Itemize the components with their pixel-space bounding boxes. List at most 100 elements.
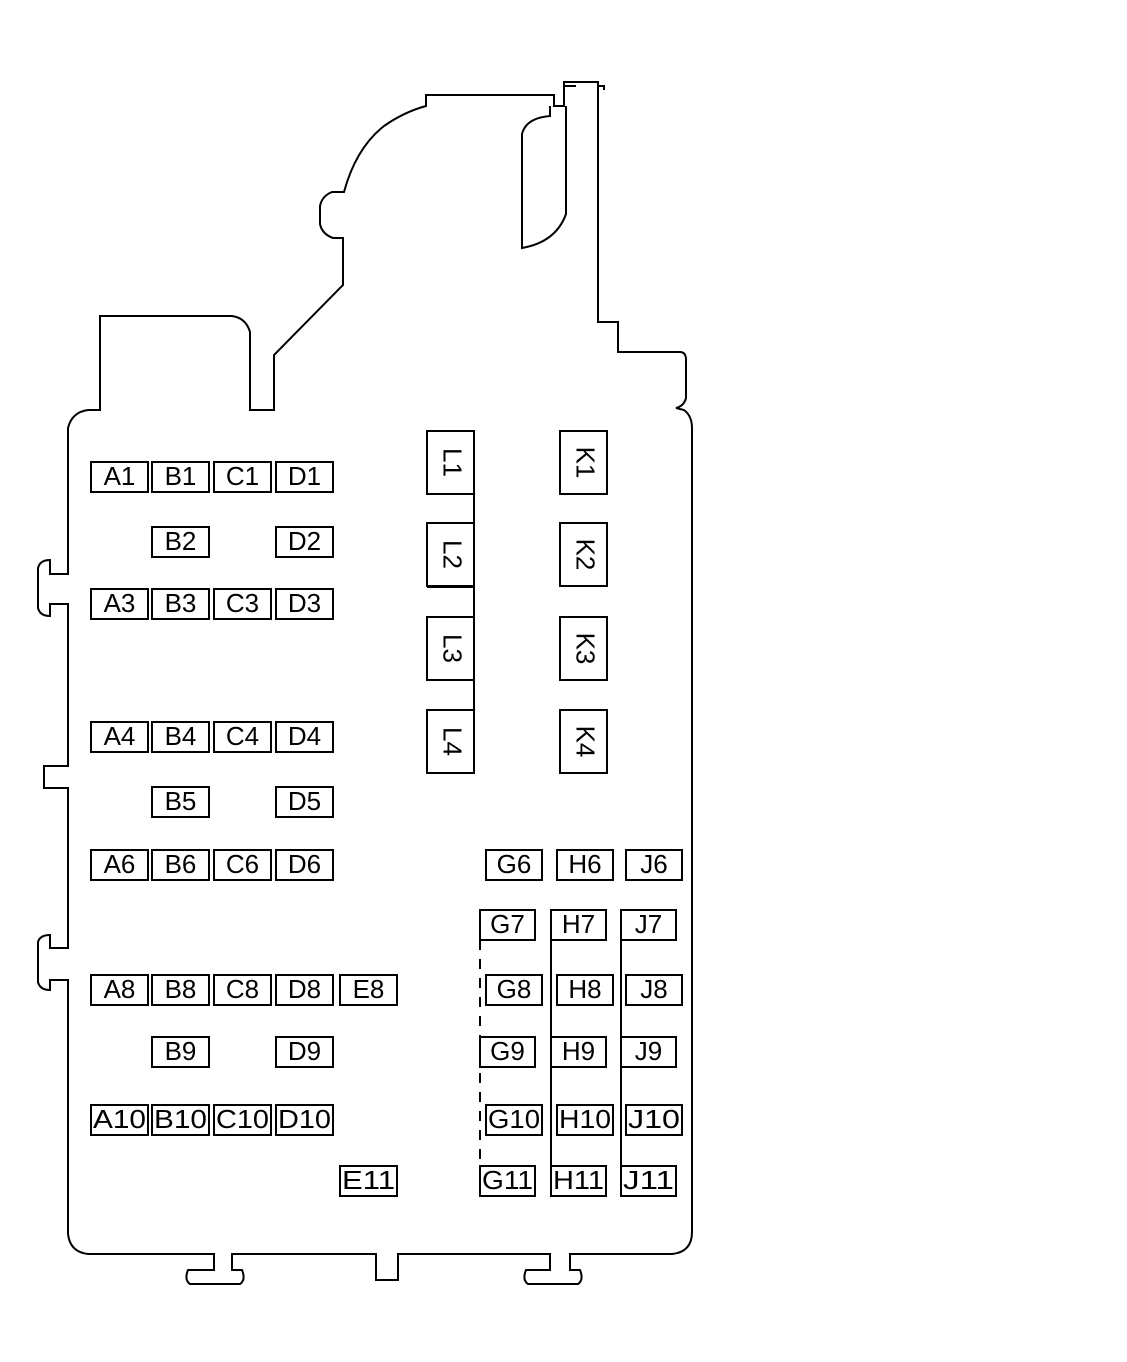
fuse-box-e8 <box>339 974 398 1006</box>
relay-l1: L1 <box>426 430 475 495</box>
fuse-box-g8 <box>485 974 543 1006</box>
fuse-a8: A8 <box>90 974 149 1006</box>
fuse-b3: B3 <box>151 588 210 620</box>
fuse-box-j8 <box>625 974 683 1006</box>
fuse-box-c6 <box>213 849 272 881</box>
fuse-box-b6 <box>151 849 210 881</box>
fuse-label-e11: E11 <box>342 1165 395 1195</box>
fuse-d5: D5 <box>275 786 334 818</box>
relay-box-k1 <box>559 430 608 495</box>
fuse-label-d6: D6 <box>288 849 321 879</box>
fuse-box-b2 <box>151 526 210 558</box>
fuse-label-j11: J11 <box>623 1165 674 1195</box>
fuse-j11: J11 <box>620 1165 677 1197</box>
fuse-label-d4: D4 <box>288 721 321 751</box>
fuse-a10: A10 <box>90 1104 149 1136</box>
fuse-box-d10 <box>275 1104 334 1136</box>
fuse-box-j11 <box>620 1165 677 1197</box>
fuse-box-j10 <box>625 1104 683 1136</box>
fuse-h6: H6 <box>556 849 614 881</box>
fuse-box-h9 <box>550 1036 607 1068</box>
fuse-label-b10: B10 <box>154 1104 207 1134</box>
fuse-box-h6 <box>556 849 614 881</box>
fuse-box-b3 <box>151 588 210 620</box>
fuse-label-a1: A1 <box>104 461 136 491</box>
fuse-label-h9: H9 <box>562 1036 595 1066</box>
fuse-c8: C8 <box>213 974 272 1006</box>
fuse-label-j10: J10 <box>628 1104 680 1134</box>
relay-box-l2 <box>426 522 475 587</box>
fuse-label-e8: E8 <box>353 974 385 1004</box>
fuse-label-g10: G10 <box>488 1104 540 1134</box>
relay-box-k4 <box>559 709 608 774</box>
fuse-g9: G9 <box>479 1036 536 1068</box>
fuse-box-b5 <box>151 786 210 818</box>
fuse-label-b4: B4 <box>165 721 197 751</box>
fuse-label-h10: H10 <box>559 1104 611 1134</box>
fuse-c6: C6 <box>213 849 272 881</box>
top-inner-panel <box>521 106 567 250</box>
fuse-j7: J7 <box>620 909 677 941</box>
fuse-d9: D9 <box>275 1036 334 1068</box>
fuse-box-a6 <box>90 849 149 881</box>
fuse-box-b1 <box>151 461 210 493</box>
fuse-a6: A6 <box>90 849 149 881</box>
relay-l4: L4 <box>426 709 475 774</box>
relay-k4: K4 <box>559 709 608 774</box>
fuse-label-c3: C3 <box>226 588 259 618</box>
fuse-box-d2 <box>275 526 334 558</box>
fuse-box-b8 <box>151 974 210 1006</box>
relay-label-l2: L2 <box>438 540 468 569</box>
fuse-g11: G11 <box>479 1165 536 1197</box>
fuse-box-d3 <box>275 588 334 620</box>
fuse-box-h10 <box>556 1104 614 1136</box>
fuse-label-g8: G8 <box>497 974 532 1004</box>
fuse-b2: B2 <box>151 526 210 558</box>
fuse-g10: G10 <box>485 1104 543 1136</box>
fuse-label-c10: C10 <box>216 1104 269 1134</box>
fuse-b6: B6 <box>151 849 210 881</box>
fuse-d8: D8 <box>275 974 334 1006</box>
fuse-label-j8: J8 <box>640 974 667 1004</box>
fuse-g8: G8 <box>485 974 543 1006</box>
fuse-e11: E11 <box>339 1165 398 1197</box>
relay-box-l3 <box>426 616 475 681</box>
relay-k3: K3 <box>559 616 608 681</box>
fuse-label-d3: D3 <box>288 588 321 618</box>
fuse-label-h7: H7 <box>562 909 595 939</box>
fuse-label-j6: J6 <box>640 849 667 879</box>
relay-box-k3 <box>559 616 608 681</box>
fuse-label-c6: C6 <box>226 849 259 879</box>
fuse-c4: C4 <box>213 721 272 753</box>
relay-k1: K1 <box>559 430 608 495</box>
fuse-box-a1 <box>90 461 149 493</box>
housing-outline <box>37 81 693 1285</box>
fuse-box-g7 <box>479 909 536 941</box>
fuse-d6: D6 <box>275 849 334 881</box>
fuse-b10: B10 <box>151 1104 210 1136</box>
fuse-d2: D2 <box>275 526 334 558</box>
fuse-box-c8 <box>213 974 272 1006</box>
fuse-d10: D10 <box>275 1104 334 1136</box>
relay-k2: K2 <box>559 522 608 587</box>
fuse-label-g6: G6 <box>497 849 532 879</box>
fuse-a1: A1 <box>90 461 149 493</box>
fuse-label-h6: H6 <box>568 849 601 879</box>
fuse-label-c1: C1 <box>226 461 259 491</box>
fuse-d4: D4 <box>275 721 334 753</box>
fuse-h10: H10 <box>556 1104 614 1136</box>
fuse-box-b10 <box>151 1104 210 1136</box>
fuse-box-d1 <box>275 461 334 493</box>
fuse-label-d5: D5 <box>288 786 321 816</box>
relay-label-k1: K1 <box>571 447 601 479</box>
fuse-a4: A4 <box>90 721 149 753</box>
relay-box-k2 <box>559 522 608 587</box>
fuse-b8: B8 <box>151 974 210 1006</box>
relay-label-k4: K4 <box>571 726 601 758</box>
fuse-label-a10: A10 <box>93 1104 146 1134</box>
fuse-h7: H7 <box>550 909 607 941</box>
relay-label-l1: L1 <box>438 448 468 477</box>
fuse-e8: E8 <box>339 974 398 1006</box>
fuse-c3: C3 <box>213 588 272 620</box>
